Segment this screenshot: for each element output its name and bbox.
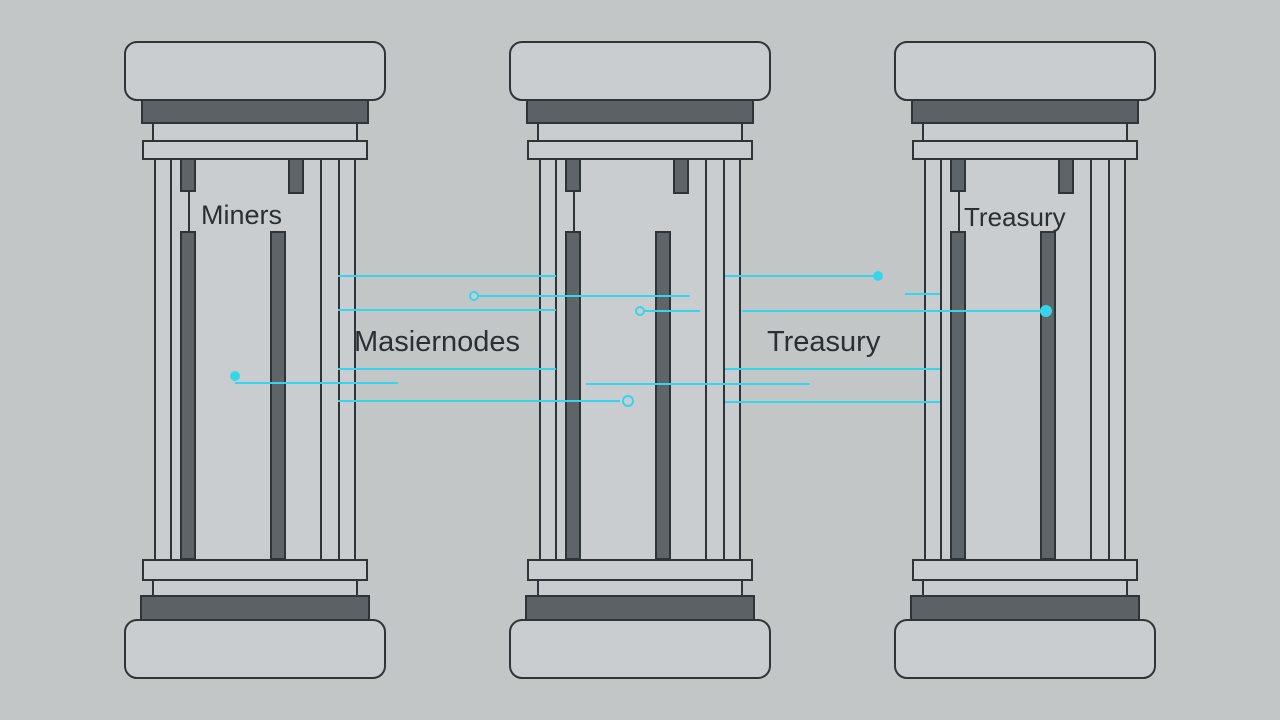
miners-label: Miners	[201, 200, 283, 230]
masternodes-pillar-bottom-collar	[527, 559, 753, 581]
treasury-label-right: Treasury	[964, 202, 1066, 232]
masternodes-pillar-inner-bar-right	[655, 231, 671, 560]
miners-pillar-inner-bar-right	[270, 231, 286, 560]
miners-pillar-inner-bar-left	[180, 231, 196, 560]
masternodes-pillar-bottom-band	[525, 595, 755, 621]
masternodes-pillar-top-ring	[537, 122, 743, 142]
connector-node-2	[622, 395, 634, 407]
treasury-pillar-bottom-band	[910, 595, 1140, 621]
treasury-pillar-top-band	[911, 99, 1139, 124]
treasury-pillar	[894, 41, 1156, 679]
masternodes-pillar-base	[509, 619, 771, 679]
connector-node-4	[1040, 305, 1052, 317]
treasury-pillar-stub-right	[1058, 158, 1074, 194]
masternodes-pillar-top-collar	[527, 140, 753, 160]
connector-node-3	[873, 271, 883, 281]
treasury-pillar-inner-bar-right	[1040, 231, 1056, 560]
treasury-pillar-bottom-ring	[922, 579, 1128, 597]
treasury-pillar-top-cap	[894, 41, 1156, 101]
miners-pillar-bottom-band	[140, 595, 370, 621]
treasury-label-middle: Treasury	[767, 326, 881, 358]
miners-pillar-top-ring	[152, 122, 358, 142]
masternodes-pillar-top-band	[526, 99, 754, 124]
masternodes-label: Masiernodes	[354, 326, 521, 358]
connector-node-5	[230, 371, 240, 381]
miners-pillar-top-collar	[142, 140, 368, 160]
treasury-pillar-top-collar	[912, 140, 1138, 160]
connector-node-0	[469, 291, 479, 301]
masternodes-pillar-top-cap	[509, 41, 771, 101]
treasury-pillar-base	[894, 619, 1156, 679]
masternodes-pillar-stub-right	[673, 158, 689, 194]
masternodes-pillar-stub-left	[565, 158, 581, 192]
miners-pillar	[124, 41, 386, 679]
miners-pillar-top-cap	[124, 41, 386, 101]
treasury-pillar-stub-left	[950, 158, 966, 192]
miners-pillar-bottom-collar	[142, 559, 368, 581]
miners-pillar-stub-left	[180, 158, 196, 192]
masternodes-pillar-inner-bar-left	[565, 231, 581, 560]
treasury-pillar-top-ring	[922, 122, 1128, 142]
miners-pillar-top-band	[141, 99, 369, 124]
treasury-pillar-bottom-collar	[912, 559, 1138, 581]
masternodes-pillar	[509, 41, 771, 679]
connector-node-1	[635, 306, 645, 316]
miners-pillar-stub-right	[288, 158, 304, 194]
miners-pillar-base	[124, 619, 386, 679]
masternodes-pillar-bottom-ring	[537, 579, 743, 597]
treasury-pillar-inner-bar-left	[950, 231, 966, 560]
miners-pillar-bottom-ring	[152, 579, 358, 597]
